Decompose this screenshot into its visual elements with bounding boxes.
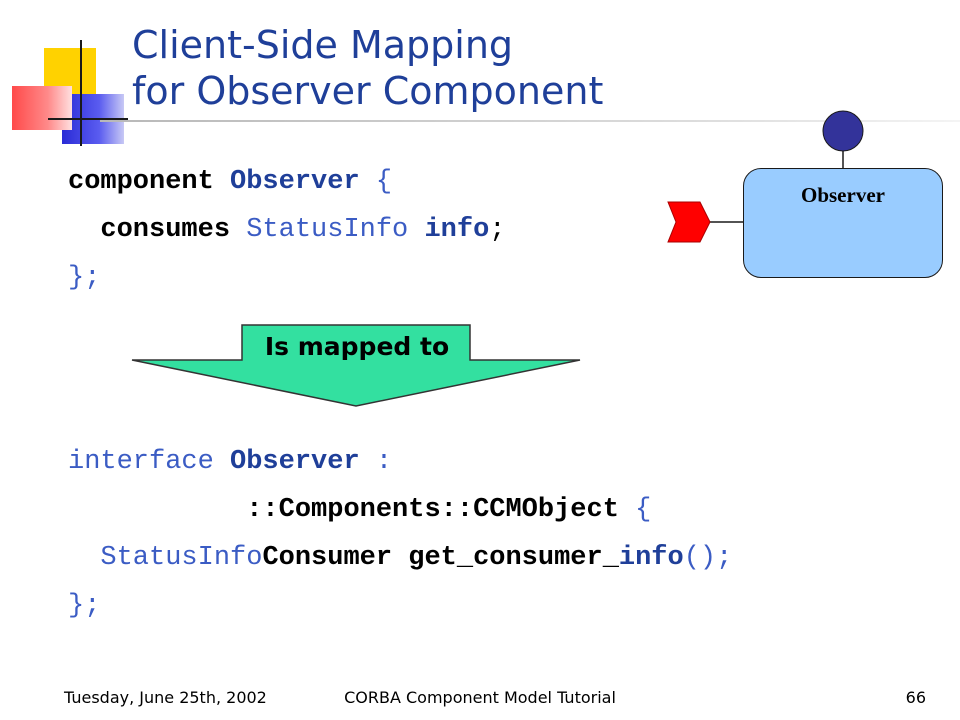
logo-vertical-line	[80, 40, 82, 146]
corner-logo	[0, 0, 150, 150]
title-underline	[100, 120, 960, 122]
footer-date: Tuesday, June 25th, 2002	[64, 688, 267, 707]
code-line: consumes StatusInfo info;	[100, 215, 506, 245]
title-line-1: Client-Side Mapping	[132, 23, 514, 67]
code-line: ::Components::CCMObject {	[246, 495, 652, 525]
arrow-polygon	[131, 324, 581, 407]
component-box: Observer	[743, 168, 943, 278]
operation-name: Consumer get_consumer_	[262, 543, 619, 573]
code-line: interface Observer :	[68, 447, 393, 477]
component-name: Observer	[230, 167, 360, 197]
event-type-name: StatusInfo	[246, 215, 409, 245]
component-label: Observer	[801, 183, 885, 207]
mapping-arrow-label: Is mapped to	[264, 332, 450, 361]
facet-circle	[822, 110, 864, 152]
port-name: info	[424, 215, 490, 245]
code-line: };	[68, 591, 101, 621]
code-line: component Observer {	[68, 167, 393, 197]
component-diagram: Observer	[666, 108, 946, 283]
keyword-component: component	[68, 167, 214, 197]
arrow-shape	[131, 324, 581, 407]
interface-name: Observer	[230, 447, 360, 477]
title-line-2: for Observer Component	[132, 69, 604, 113]
logo-red-square	[12, 86, 72, 130]
code-line: StatusInfoConsumer get_consumer_info();	[100, 543, 733, 573]
base-interface-name: ::Components::CCMObject	[246, 495, 619, 525]
footer-title: CORBA Component Model Tutorial	[344, 688, 616, 707]
page-number: 66	[905, 688, 926, 707]
keyword-consumes: consumes	[100, 215, 231, 245]
interface-idl-block: interface Observer : ::Components::CCMOb…	[68, 438, 732, 630]
logo-horizontal-line	[48, 118, 128, 120]
component-idl-block: component Observer { consumes StatusInfo…	[68, 158, 505, 302]
mapping-arrow: Is mapped to	[130, 320, 582, 410]
event-sink-shape	[667, 201, 711, 243]
slide-title: Client-Side Mapping for Observer Compone…	[132, 22, 603, 114]
code-line: };	[68, 263, 101, 293]
diagram-ports	[667, 110, 864, 243]
